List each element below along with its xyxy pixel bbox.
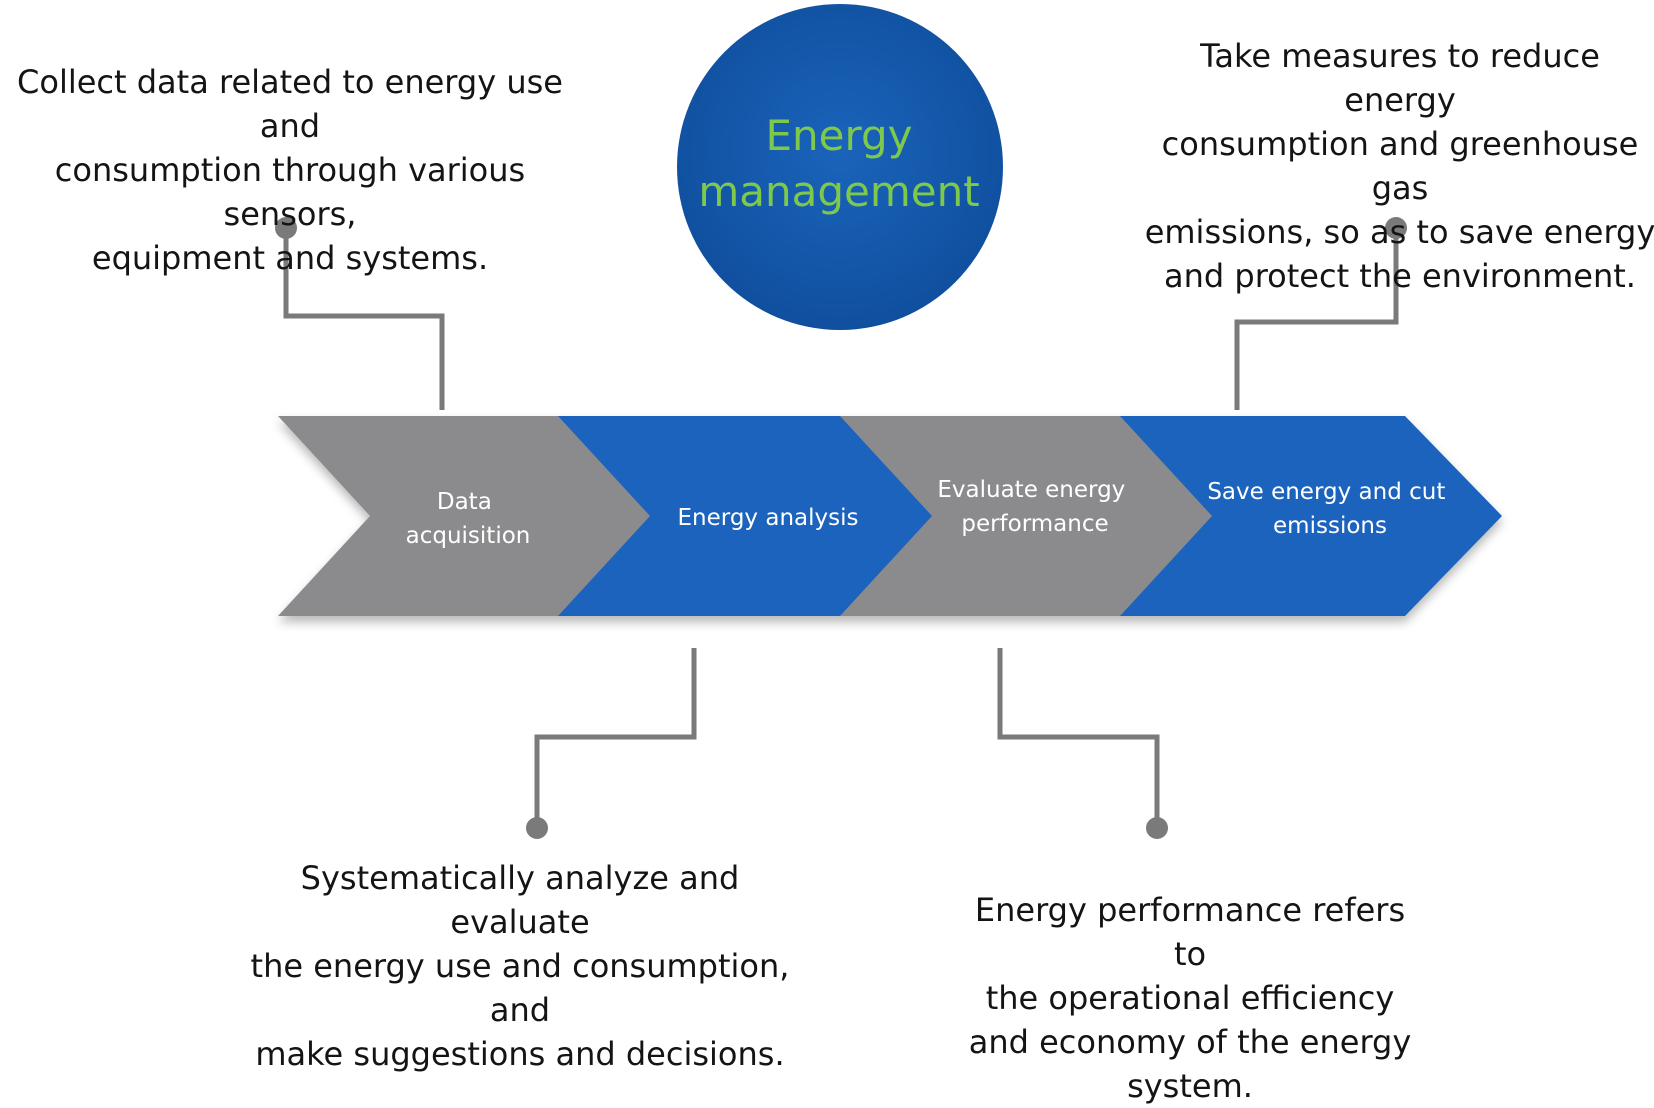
description-energy-analysis: Systematically analyze and evaluate the … [250, 859, 790, 1073]
connector-dot-data-acquisition [275, 217, 297, 239]
step-chevron-data-acquisition [278, 416, 652, 616]
connector-save-energy [1234, 228, 1399, 410]
energy-management-diagram: Data acquisition Energy analysis Evaluat… [275, 4, 1502, 839]
step-label-data-acquisition: Data acquisition [406, 489, 531, 549]
step-chevron-save-energy [1120, 416, 1502, 616]
description-evaluate-performance: Energy performance refers to the operati… [968, 891, 1412, 1105]
description-data-acquisition: Collect data related to energy use and c… [17, 63, 563, 277]
step-label-evaluate-performance: Evaluate energy performance [937, 477, 1132, 537]
step-label-save-energy: Save energy and cut emissions [1207, 479, 1452, 539]
description-save-energy: Take measures to reduce energy consumpti… [1144, 37, 1654, 295]
connector-evaluate-performance [997, 648, 1160, 828]
connector-energy-analysis [534, 648, 697, 828]
connector-dot-energy-analysis [526, 817, 548, 839]
title-circle [677, 4, 1003, 330]
connector-data-acquisition [283, 228, 445, 410]
step-chevron-evaluate-performance [840, 416, 1218, 616]
step-chevron-energy-analysis [558, 416, 938, 616]
connector-dot-evaluate-performance [1146, 817, 1168, 839]
connector-dot-save-energy [1385, 217, 1407, 239]
diagram-title: Energy management [698, 111, 980, 216]
step-label-energy-analysis: Energy analysis [678, 505, 859, 531]
